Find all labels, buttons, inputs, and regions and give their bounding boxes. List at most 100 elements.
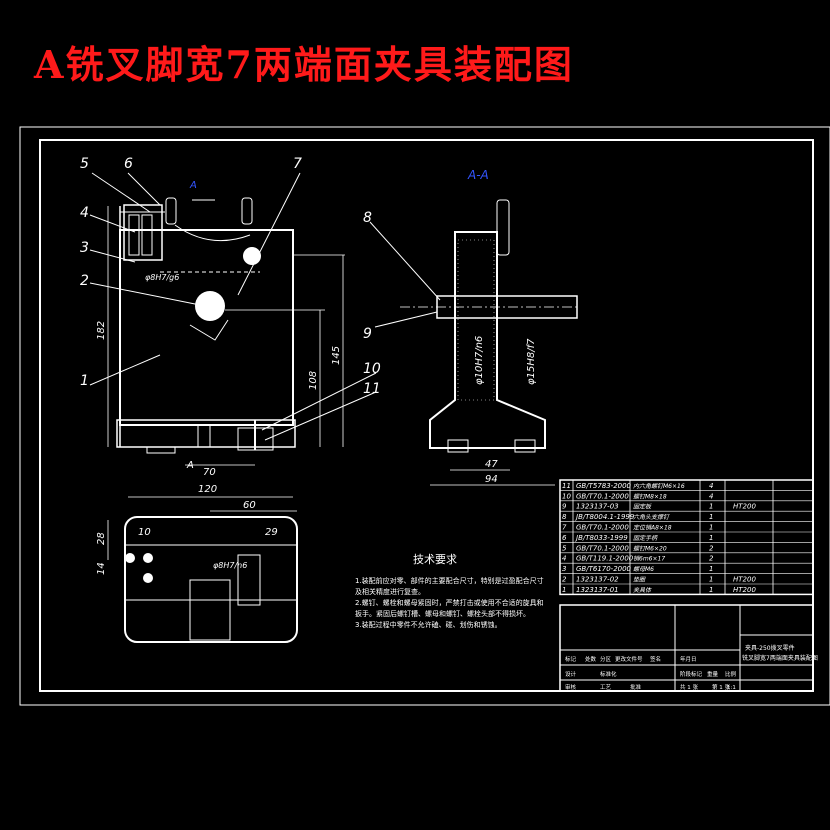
bom-cell-name: 销6m6×17 xyxy=(633,555,665,563)
balloon-5: 5 xyxy=(80,156,89,172)
bom-cell-name: 螺钉M6×20 xyxy=(633,544,667,552)
dim-145: 145 xyxy=(331,346,342,365)
dim-14: 14 xyxy=(96,562,107,575)
balloon-8: 8 xyxy=(363,210,372,226)
bom-cell-name: 固定手柄 xyxy=(633,534,658,542)
tb-cell: 第 1 张 xyxy=(712,683,730,691)
dim-29: 29 xyxy=(265,527,278,538)
bom-cell-no: 8 xyxy=(562,513,567,521)
dim-fit-3: φ15H8/f7 xyxy=(526,338,537,385)
balloon-2: 2 xyxy=(80,273,89,289)
bom-cell-no: 9 xyxy=(562,503,567,511)
bom-cell-std: JB/T8033-1999 xyxy=(574,534,628,542)
bom-cell-qty: 1 xyxy=(709,576,713,584)
tb-cell: 年月日 xyxy=(680,655,697,663)
bom-cell-std: GB/T119.1-2000 xyxy=(576,555,634,563)
bom-cell-name: 固定板 xyxy=(633,503,652,511)
bom-cell-no: 7 xyxy=(562,524,567,532)
inner-frame xyxy=(39,139,814,692)
bom-cell-std: GB/T70.1-2000 xyxy=(576,524,629,532)
bom-cell-qty: 1 xyxy=(709,534,713,542)
bom-cell-no: 1 xyxy=(562,586,566,594)
bom-cell-no: 10 xyxy=(562,492,571,500)
bom-cell-no: 4 xyxy=(562,555,566,563)
section-mark-side: A-A xyxy=(467,168,489,182)
bom-cell-name: 夹具体 xyxy=(633,586,652,594)
tech-line: 及相关精度进行复查。 xyxy=(355,587,425,596)
drawing-title: A铣叉脚宽7两端面夹具装配图 xyxy=(34,42,574,87)
bom-cell-no: 2 xyxy=(562,576,567,584)
bom-cell-std: GB/T70.1-2000 xyxy=(576,492,629,500)
balloon-3: 3 xyxy=(80,240,89,256)
section-mark-front: A xyxy=(189,180,197,191)
dim-108: 108 xyxy=(308,371,319,390)
tech-requirements: 技术要求 1.装配前应对零、部件的主要配合尺寸，特别是过盈配合尺寸 及相关精度进… xyxy=(355,553,544,629)
tb-cell: 审核 xyxy=(565,683,577,691)
title-block-name-1: 夹具-250拨叉零件 xyxy=(745,644,795,652)
section-view-a-a xyxy=(369,199,580,486)
dim-fit-1: φ8H7/g6 xyxy=(145,273,179,282)
bom-cell-name: 螺钉M8×18 xyxy=(633,492,667,500)
dim-60: 60 xyxy=(243,500,256,511)
bom-cell-qty: 1 xyxy=(709,586,713,594)
title-block-name-2: 铣叉脚宽7两端面夹具装配图 xyxy=(742,654,818,662)
tb-cell: 标准化 xyxy=(600,670,617,678)
bom-cell-mat: HT200 xyxy=(733,503,756,511)
title-block: 夹具-250拨叉零件 铣叉脚宽7两端面夹具装配图 标记 处数 分区 更改文件号 … xyxy=(559,604,818,692)
bom-cell-qty: 1 xyxy=(709,565,713,573)
dim-182: 182 xyxy=(96,321,107,340)
front-view xyxy=(89,172,377,466)
tech-heading: 技术要求 xyxy=(413,553,457,566)
tech-line: 扳手。紧固后螺钉槽、螺母和螺钉、螺栓头部不得损坏。 xyxy=(355,609,530,618)
bom-cell-std: 1323137-01 xyxy=(576,586,619,594)
bom-cell-no: 6 xyxy=(562,534,567,542)
tb-cell: 阶段标记 xyxy=(680,670,703,678)
dim-10: 10 xyxy=(138,527,151,538)
bom-cell-qty: 1 xyxy=(709,513,713,521)
tb-cell: 标记 xyxy=(565,655,577,663)
outer-frame xyxy=(19,126,830,706)
dim-fit-4: φ8H7/n6 xyxy=(213,561,247,570)
balloon-9: 9 xyxy=(363,326,372,342)
tb-cell: 处数 xyxy=(585,655,597,663)
bom-cell-no: 5 xyxy=(562,544,567,552)
section-mark-bottom: A xyxy=(186,460,194,471)
tb-cell: 共 1 张 xyxy=(680,683,698,691)
tb-cell: 设计 xyxy=(565,670,577,678)
bom-cell-std: 1323137-02 xyxy=(576,576,619,584)
bom-cell-name: 螺母M6 xyxy=(633,565,654,573)
bom-cell-name: 垫圈 xyxy=(633,576,646,584)
dim-70: 70 xyxy=(203,467,216,478)
bom-cell-mat: HT200 xyxy=(733,586,756,594)
balloon-6: 6 xyxy=(124,156,133,172)
bom-cell-no: 3 xyxy=(562,565,566,573)
bom-cell-std: JB/T8004.1-1999 xyxy=(574,513,635,521)
dim-120: 120 xyxy=(198,484,217,495)
bom-cell-std: GB/T6170-2000 xyxy=(576,565,632,573)
bom-cell-qty: 1 xyxy=(709,524,713,532)
tb-cell: 重量 xyxy=(707,670,719,678)
tb-cell: 更改文件号 xyxy=(615,655,643,663)
tech-line: 1.装配前应对零、部件的主要配合尺寸，特别是过盈配合尺寸 xyxy=(355,576,544,585)
tech-line: 2.螺钉、螺栓和螺母紧固时，严禁打击或使用不合适的旋具和 xyxy=(355,598,544,607)
tb-cell: 分区 xyxy=(600,655,612,663)
tb-cell: 批准 xyxy=(630,683,642,691)
tb-cell: 工艺 xyxy=(600,684,612,691)
balloon-11: 11 xyxy=(363,381,381,397)
dim-fit-2: φ10H7/n6 xyxy=(474,336,485,385)
balloon-10: 10 xyxy=(363,361,381,377)
bottom-view xyxy=(107,496,298,643)
bom-cell-no: 11 xyxy=(562,482,571,490)
dim-47: 47 xyxy=(485,459,498,470)
tb-cell: 比例 xyxy=(725,670,737,678)
tb-cell: 签名 xyxy=(650,655,661,663)
bom-cell-qty: 2 xyxy=(709,544,714,552)
bom-cell-std: 1323137-03 xyxy=(576,503,619,511)
balloon-1: 1 xyxy=(80,373,89,389)
bom-cell-name: 定位销A8×18 xyxy=(633,524,672,532)
bom-cell-name: 六角头支撑钉 xyxy=(633,513,670,521)
bom-cell-qty: 4 xyxy=(709,492,713,500)
bom-cell-mat: HT200 xyxy=(733,576,756,584)
